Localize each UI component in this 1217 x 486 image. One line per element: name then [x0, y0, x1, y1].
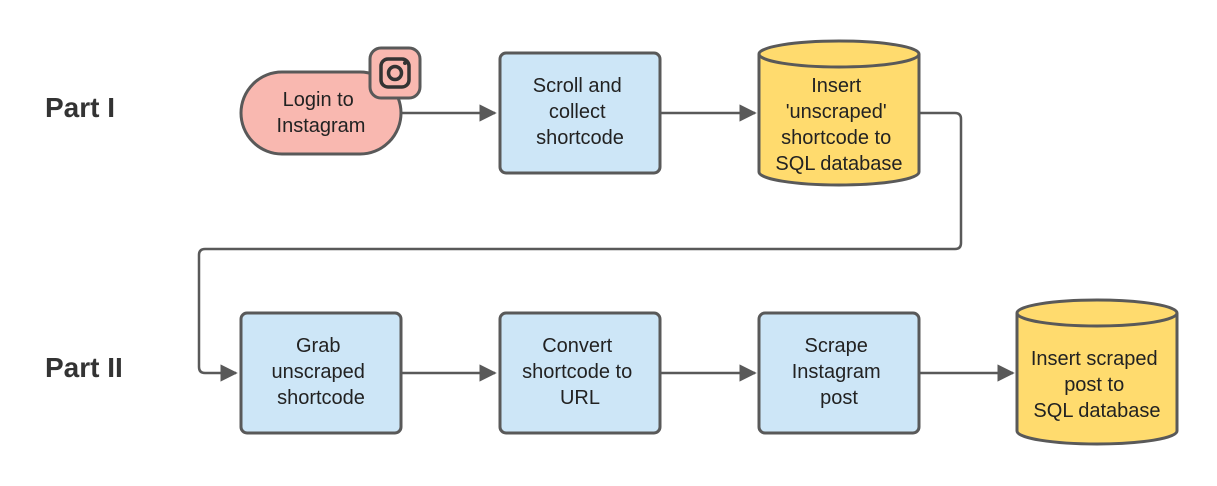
scrape-node: Scrape Instagram post	[757, 311, 921, 435]
convert-node: Convert shortcode to URL	[498, 311, 662, 435]
insert-scraped-text: Insert scraped post to SQL database	[1031, 348, 1163, 422]
insert-scraped-line-3: SQL database	[1033, 400, 1160, 422]
insert-scraped-line-2: post to	[1064, 374, 1124, 396]
scroll-line-3: shortcode	[536, 127, 624, 149]
connectors	[197, 104, 1015, 382]
arrow-insert-to-grab	[197, 111, 963, 382]
grab-node: Grab unscraped shortcode	[239, 311, 403, 435]
instagram-icon	[368, 46, 422, 100]
scrape-text: Scrape Instagram post	[792, 335, 887, 409]
grab-line-3: shortcode	[277, 387, 365, 409]
insert-scraped-db: Insert scraped post to SQL database	[1015, 298, 1179, 446]
scrape-line-3: post	[820, 387, 858, 409]
insert-unscraped-line-2: 'unscraped'	[786, 101, 887, 123]
insert-unscraped-line-4: SQL database	[775, 153, 902, 175]
scroll-node: Scroll and collect shortcode	[498, 51, 662, 175]
grab-line-2: unscraped	[272, 361, 365, 383]
scrape-line-2: Instagram	[792, 361, 881, 383]
scrape-line-1: Scrape	[805, 335, 868, 357]
part-2-label: Part II	[45, 352, 123, 383]
insert-scraped-line-1: Insert scraped	[1031, 348, 1158, 370]
scroll-text: Scroll and collect shortcode	[533, 75, 628, 149]
scroll-line-2: collect	[549, 101, 606, 123]
grab-text: Grab unscraped shortcode	[272, 335, 371, 409]
insert-unscraped-line-3: shortcode to	[781, 127, 891, 149]
grab-line-1: Grab	[296, 335, 340, 357]
login-node: Login to Instagram	[239, 70, 403, 156]
convert-text: Convert shortcode to URL	[522, 335, 638, 409]
login-line-2: Instagram	[277, 115, 366, 137]
scroll-line-1: Scroll and	[533, 75, 622, 97]
convert-line-3: URL	[560, 387, 600, 409]
insert-unscraped-text: Insert 'unscraped' shortcode to SQL data…	[775, 75, 902, 175]
login-line-1: Login to	[283, 89, 354, 111]
convert-line-2: shortcode to	[522, 361, 632, 383]
login-text: Login to Instagram	[277, 89, 366, 137]
insert-unscraped-db: Insert 'unscraped' shortcode to SQL data…	[757, 39, 921, 187]
part-1-label: Part I	[45, 92, 116, 123]
insert-unscraped-line-1: Insert	[811, 75, 861, 97]
convert-line-1: Convert	[542, 335, 612, 357]
